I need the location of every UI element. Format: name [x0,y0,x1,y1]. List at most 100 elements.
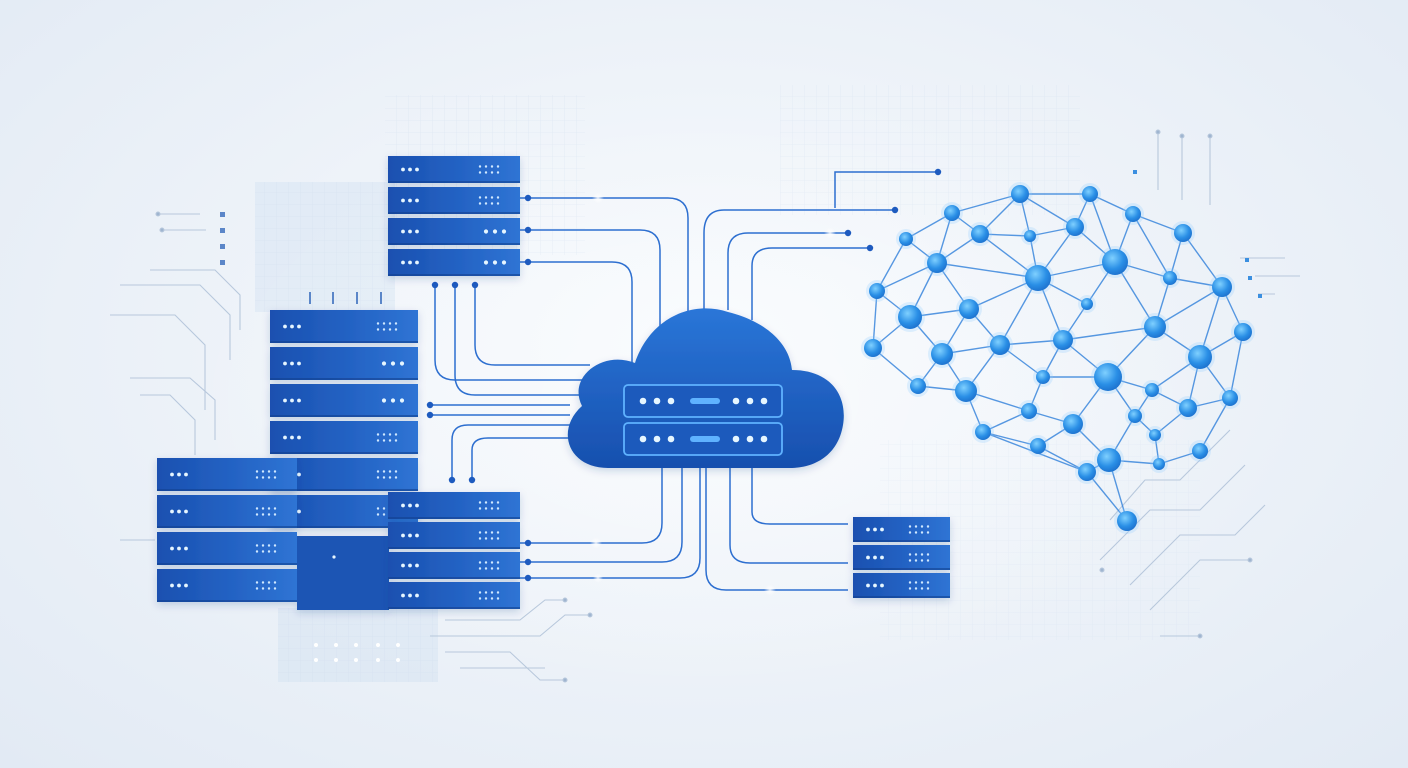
server-unit [388,582,520,609]
vent-dot [273,507,277,510]
status-led [401,533,405,538]
vent-dot [255,587,259,590]
brain-node [910,378,926,394]
vent-dot [926,553,930,556]
vent-dot [926,531,930,534]
status-led [177,472,181,477]
vent-dot [908,559,912,562]
brain-node [1063,414,1083,434]
brain-edge [1199,397,1231,452]
status-led [184,546,188,551]
vent-dot [908,581,912,584]
vent-dot [496,597,500,600]
brain-node [1145,383,1159,397]
brain-node [1212,277,1232,297]
status-led [408,533,412,538]
status-led [401,563,405,568]
panel-dots [314,643,400,662]
vent-dot [496,537,500,540]
vent-dot [484,597,488,600]
vent-dot [261,581,265,584]
vent-dot [490,597,494,600]
vent-dot [496,567,500,570]
vent-dot [478,567,482,570]
status-led [880,527,884,532]
status-led [297,472,301,477]
status-led [290,361,294,366]
vent-dot [478,196,482,199]
status-led [184,472,188,477]
brain-node [931,343,953,365]
vent-dot [388,470,392,473]
status-led [880,583,884,588]
vent-dot [490,567,494,570]
neural-network-brain-icon [861,182,1255,534]
status-led [177,583,181,588]
vent-dot [914,531,918,534]
server-unit [270,310,418,343]
status-led [297,398,301,403]
status-led [873,583,877,588]
vent-dot [920,559,924,562]
brain-node [944,205,960,221]
vent-dot [484,561,488,564]
brain-node [1188,345,1212,369]
vent-dot [484,567,488,570]
vent-dot [394,439,398,442]
vent-dot [261,544,265,547]
status-led [866,527,870,532]
status-led [381,361,387,366]
vent-dot [267,550,271,553]
cloud-server-icon [567,308,844,468]
vent-dot [908,525,912,528]
vent-dot [261,550,265,553]
status-led [492,260,498,265]
vent-dot [388,476,392,479]
vent-dot [496,531,500,534]
server-cabinet [297,536,389,610]
vent-dot [920,581,924,584]
server-unit [853,517,950,542]
brain-node [899,232,913,246]
vent-dot [484,501,488,504]
vent-dot [926,525,930,528]
status-led [381,398,387,403]
server-unit-body [388,552,520,579]
vent-dot [267,544,271,547]
brain-node [1081,298,1093,310]
connection-endpoints [426,168,942,582]
circuit-traces-left [110,211,593,683]
vent-dot [478,531,482,534]
status-led [390,361,396,366]
vent-dot [496,501,500,504]
vent-dot [273,513,277,516]
status-led [501,260,507,265]
vent-dot [496,202,500,205]
brain-node [898,305,922,329]
status-led [415,198,419,203]
status-led [184,583,188,588]
brain-edge [905,212,953,240]
brain-node [1078,463,1096,481]
vent-dot [382,507,386,510]
status-led [501,229,507,234]
status-led [297,509,301,514]
vent-dot [376,513,380,516]
vent-dot [382,322,386,325]
brain-node [1053,330,1073,350]
server-unit [157,458,297,491]
vent-dot [914,581,918,584]
status-led [399,398,405,403]
server-unit [157,532,297,565]
vent-dot [490,531,494,534]
vent-dot [478,171,482,174]
status-led [170,583,174,588]
brain-edge [1086,471,1128,522]
status-led [408,260,412,265]
vent-dot [914,525,918,528]
status-led [415,593,419,598]
brain-edge [1182,232,1223,288]
brain-node [1102,249,1128,275]
status-led [415,533,419,538]
